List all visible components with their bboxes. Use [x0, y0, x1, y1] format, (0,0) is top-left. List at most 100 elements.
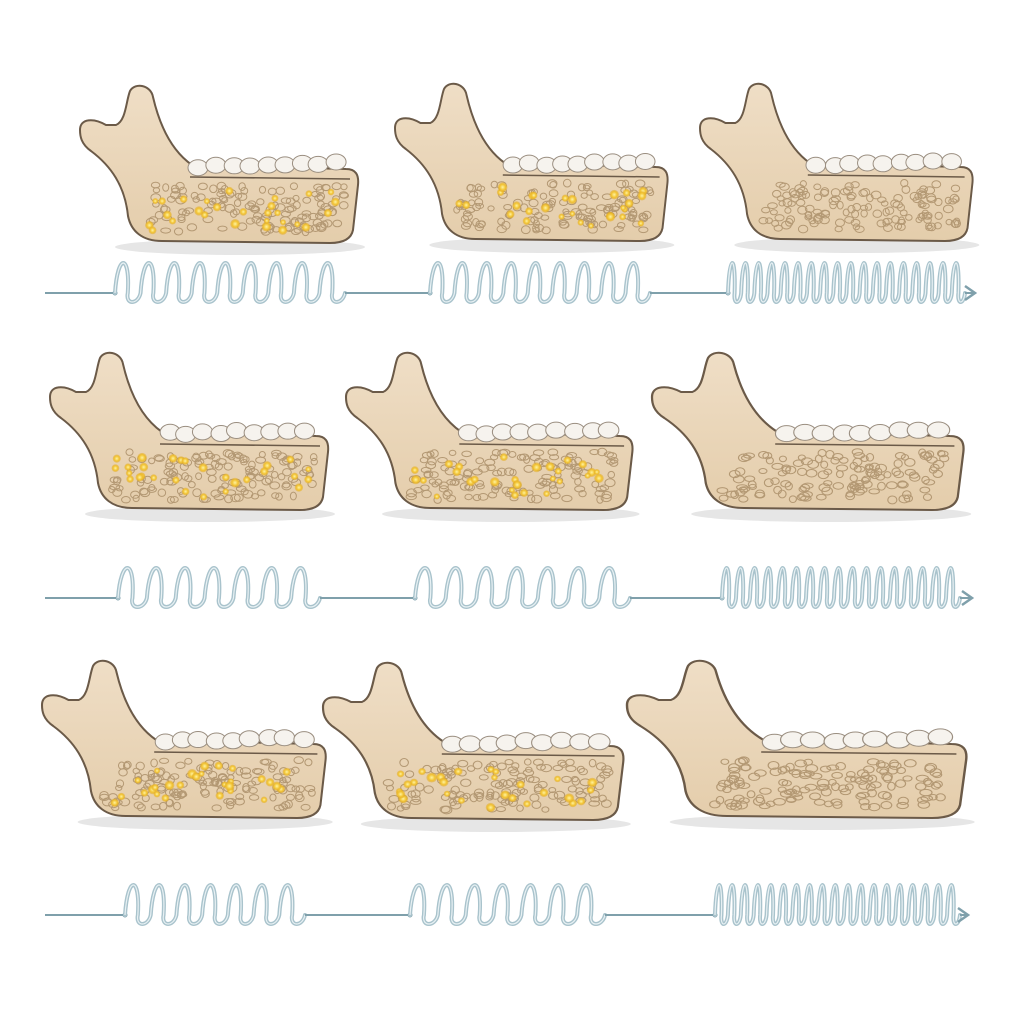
trabecula — [845, 491, 856, 501]
trabecula — [338, 201, 349, 210]
trabecula — [215, 458, 227, 466]
trabecula — [255, 456, 267, 464]
trabecula — [486, 788, 495, 798]
trabecula — [547, 448, 559, 456]
trabecula — [854, 225, 865, 233]
trabecula — [472, 202, 481, 212]
trabecula — [281, 482, 292, 491]
trabecula — [781, 220, 792, 230]
trabecula — [532, 449, 545, 456]
trabecula — [148, 216, 159, 224]
trabecula — [804, 783, 818, 791]
trabecula — [223, 462, 233, 471]
trabecula — [268, 761, 278, 770]
trabecula — [787, 200, 796, 207]
marrow-dot — [519, 488, 529, 498]
mandible — [321, 661, 631, 832]
trabecula — [858, 798, 870, 806]
trabecula — [173, 801, 181, 811]
trabecula — [233, 199, 242, 207]
trabecula — [411, 795, 421, 803]
marrow-dot — [419, 476, 427, 484]
trabecula — [852, 223, 861, 231]
mandible-grid — [40, 82, 980, 832]
trabecula — [198, 779, 207, 786]
tooth — [273, 729, 296, 747]
marrow-dot — [530, 191, 538, 200]
trabecula — [197, 182, 208, 191]
marrow-dot — [549, 475, 556, 482]
trabecula — [429, 449, 439, 458]
trabecula — [292, 201, 301, 210]
trabecula — [191, 453, 202, 463]
marrow-dot — [554, 467, 562, 475]
tooth — [205, 156, 227, 174]
trabecula — [425, 461, 437, 470]
trabecula — [765, 217, 773, 224]
trabecula — [813, 798, 826, 806]
trabecula — [277, 473, 286, 481]
trabecula — [474, 198, 484, 207]
trabecula — [638, 226, 649, 234]
marrow-dot — [455, 199, 463, 208]
trabecula — [165, 798, 174, 807]
trabecula — [740, 454, 752, 461]
marrow-dot — [593, 468, 600, 476]
tooth — [587, 733, 611, 751]
marrow-dot — [286, 455, 295, 464]
trabecula — [781, 464, 792, 472]
marrow-dot — [134, 777, 142, 784]
mandible-bone — [40, 659, 327, 820]
trabecula — [455, 791, 465, 798]
trabecula — [522, 455, 531, 464]
trabecula — [257, 489, 266, 497]
trabecula — [399, 758, 409, 768]
trabecula — [128, 456, 137, 463]
trabecula — [234, 797, 245, 806]
trabecula — [739, 487, 749, 494]
trabecula — [409, 798, 422, 805]
marrow-dot — [151, 783, 159, 792]
marrow-dot — [301, 222, 311, 232]
trabecula — [893, 470, 905, 479]
trabecula — [209, 184, 218, 194]
marrow-dot — [230, 219, 241, 229]
trabecula — [897, 480, 908, 488]
trabecula — [206, 452, 216, 460]
trabecula — [771, 462, 784, 470]
trabecula — [767, 202, 778, 210]
trabecula — [511, 762, 520, 770]
trabecula — [796, 467, 808, 476]
trabecula — [463, 468, 473, 478]
trabecula — [419, 457, 429, 464]
trabecula — [784, 481, 793, 491]
marrow-dot — [497, 182, 508, 193]
trabecula — [836, 200, 844, 210]
trabecula — [548, 485, 559, 495]
trabecula — [603, 451, 614, 458]
trabecula — [915, 774, 930, 782]
marrow-dot — [117, 792, 126, 801]
marrow-dot — [508, 793, 517, 803]
trabecula — [449, 479, 460, 486]
trabecula — [830, 195, 841, 203]
tooth — [634, 152, 656, 170]
mandible — [625, 659, 975, 830]
marrow-dot — [282, 767, 291, 777]
marrow-dot — [444, 459, 454, 469]
trabecula — [897, 796, 910, 805]
marrow-dot — [499, 453, 508, 462]
marrow-dot — [168, 217, 177, 225]
mandible — [40, 659, 333, 830]
marrow-dot — [280, 219, 287, 226]
marrow-dot — [438, 777, 449, 787]
trabecula — [898, 494, 911, 504]
trabecula — [785, 796, 797, 803]
trabecula — [240, 772, 252, 779]
trabecula — [446, 494, 457, 503]
trabecula — [850, 218, 861, 227]
trabecula — [606, 458, 616, 465]
trabecula — [439, 805, 451, 814]
trabecula — [919, 191, 927, 199]
trabecula — [868, 488, 880, 495]
